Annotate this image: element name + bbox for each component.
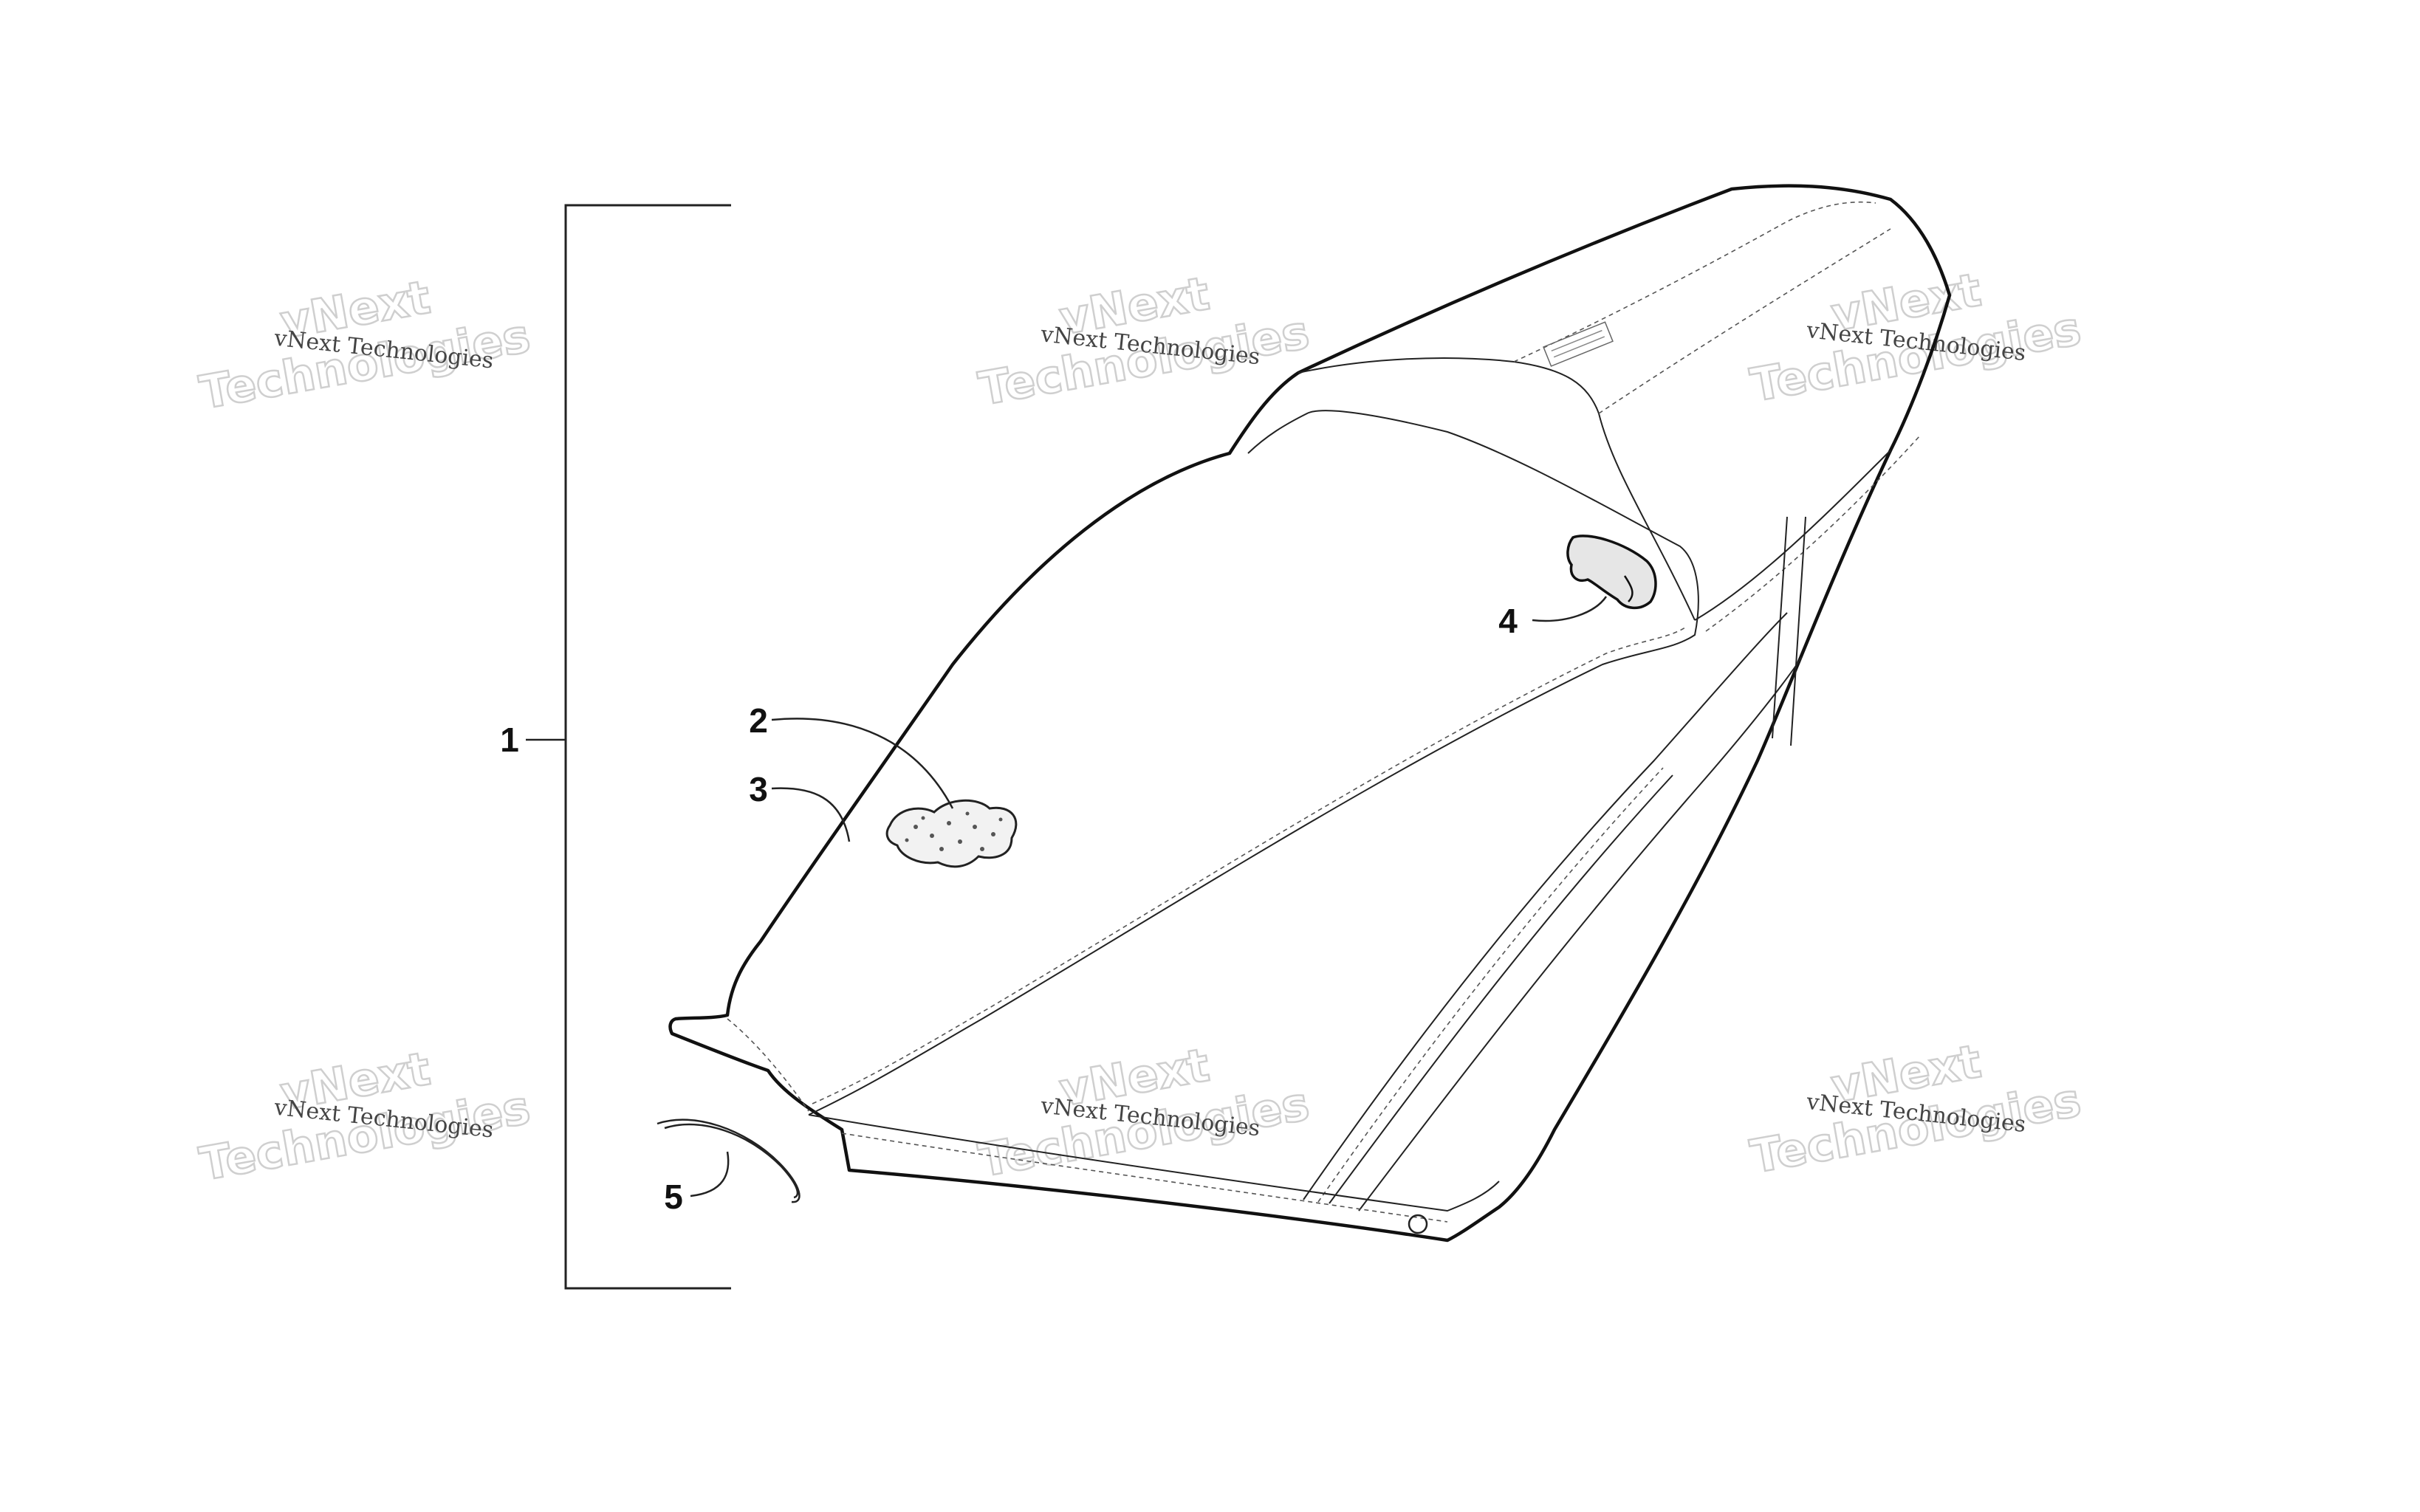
front-skirt-stitch	[841, 1133, 1448, 1223]
leader-5	[690, 1151, 730, 1197]
seat-label-tag	[1543, 321, 1614, 367]
leader-2	[771, 718, 954, 809]
seat-fastener-hole	[1408, 1214, 1428, 1234]
retaining-ring	[657, 1118, 801, 1203]
leader-4	[1532, 596, 1608, 622]
callout-5: 5	[664, 1178, 683, 1216]
rider-panel-stitch	[812, 625, 1688, 1104]
rider-panel-seam	[808, 410, 1699, 1116]
foam-patch	[885, 799, 1018, 868]
side-stripe-2	[1329, 774, 1673, 1204]
front-nose-stitch	[727, 1018, 809, 1112]
rear-vertical-accent	[1772, 516, 1806, 746]
seat	[668, 184, 1952, 1243]
seat-outline	[668, 184, 1952, 1243]
side-stripe-3	[1358, 656, 1803, 1212]
leader-3	[771, 787, 851, 842]
rear-panel-stitch	[1705, 435, 1921, 632]
grab-handle-detail	[1623, 575, 1634, 602]
front-skirt-seam	[808, 1114, 1500, 1212]
callout-4: 4	[1498, 602, 1518, 640]
side-stripe-1	[1303, 612, 1788, 1200]
grab-handle	[1566, 535, 1657, 609]
pillion-stitch-1	[1513, 201, 1876, 362]
callout-2: 2	[749, 701, 768, 740]
assembly-bracket	[564, 204, 731, 1290]
rear-panel-seam	[1694, 450, 1891, 621]
pillion-seam	[1298, 357, 1696, 621]
callout-3: 3	[749, 770, 768, 808]
side-stripe-stitch	[1317, 767, 1664, 1203]
callout-1: 1	[500, 721, 519, 759]
foam-texture	[905, 811, 1003, 851]
